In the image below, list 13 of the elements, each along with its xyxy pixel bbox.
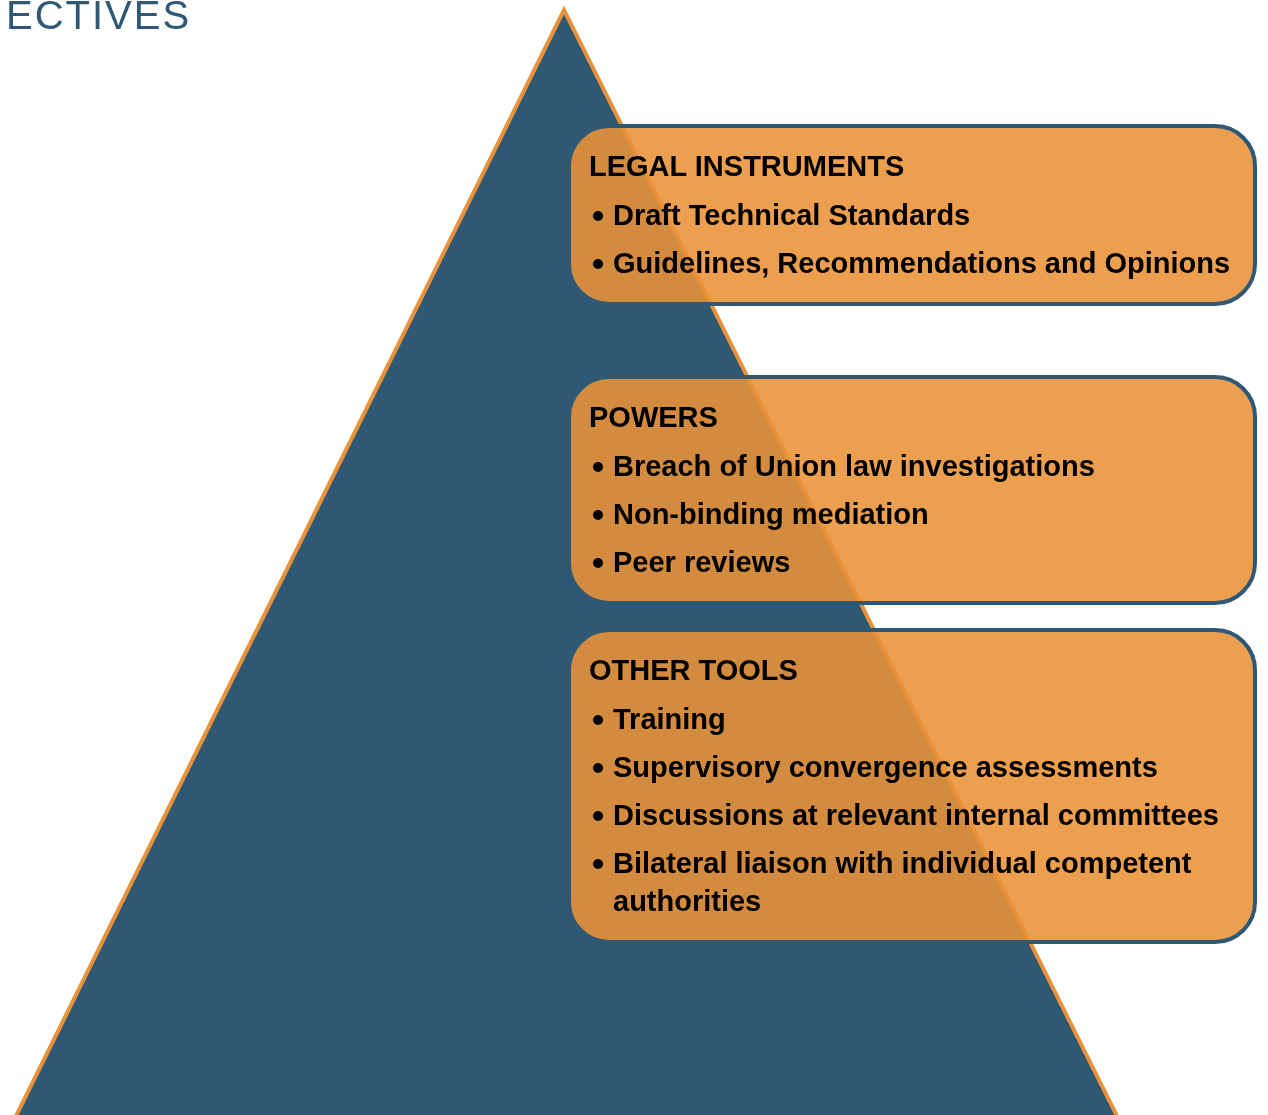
- box-heading: LEGAL INSTRUMENTS: [589, 149, 905, 184]
- list-item: Training: [613, 702, 727, 737]
- list-item: Peer reviews: [613, 545, 792, 580]
- list-item: Draft Technical Standards: [613, 198, 972, 233]
- list-item: Discussions at relevant internal committees: [613, 798, 1220, 833]
- list-item: Breach of Union law investigations: [613, 449, 1096, 484]
- heading: ECTIVES: [6, 0, 192, 38]
- list-item: Supervisory convergence assessments: [613, 750, 1159, 785]
- box-heading: POWERS: [589, 400, 718, 435]
- list-item: Non-binding mediation: [613, 497, 930, 532]
- list-item: Guidelines, Recommendations and Opinions: [613, 246, 1232, 281]
- list-item: Bilateral liaison with individual competent authorities: [613, 846, 1193, 919]
- box-heading: OTHER TOOLS: [589, 653, 798, 688]
